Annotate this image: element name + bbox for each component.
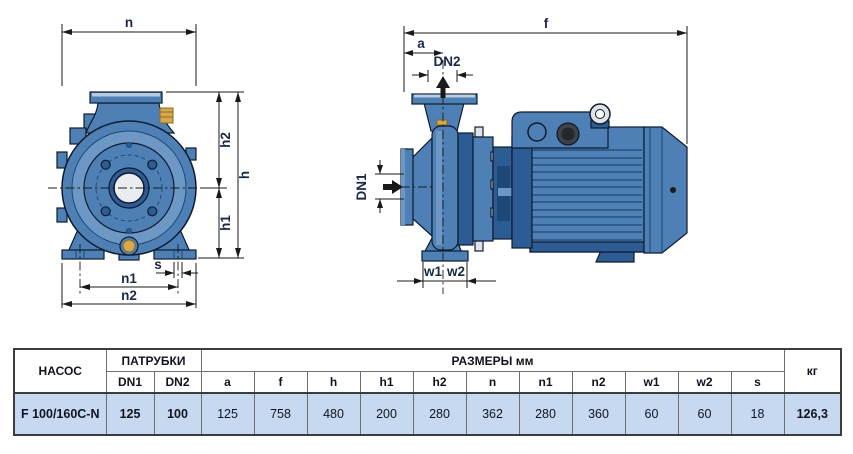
side-view: f a DN2: [354, 16, 688, 294]
header-w1: w1: [624, 371, 679, 394]
dim-label-h2: h2: [218, 132, 233, 148]
header-h1: h1: [359, 371, 414, 394]
fan-cover-bolt: [670, 187, 676, 193]
flange-bolt-hole: [147, 159, 158, 170]
dim-label-f: f: [544, 16, 549, 31]
header-h2: h2: [412, 371, 467, 394]
dim-label-dn2: DN2: [433, 54, 460, 69]
motor-fins: [532, 149, 642, 241]
dim-label-dn1: DN1: [354, 173, 369, 200]
dim-label-w2: w2: [446, 264, 465, 279]
table-header-row-2: DN1 DN2 a f h h1 h2 n n1 n2 w1 w2 s: [14, 371, 841, 394]
dim-label-h1: h1: [218, 215, 233, 231]
header-a: a: [200, 371, 255, 394]
side-pump-drawing: [383, 93, 688, 263]
header-dn2: DN2: [153, 371, 202, 394]
header-n: n: [465, 371, 520, 394]
pump-foot-side: [421, 250, 469, 262]
front-dimensions: n h2 h1 h: [61, 15, 252, 308]
header-h: h: [306, 371, 361, 394]
dim-label-n1: n1: [121, 271, 137, 286]
discharge-flange-front: [89, 91, 163, 104]
front-pump-drawing: [48, 91, 212, 294]
header-dn1: DN1: [105, 371, 155, 394]
dimension-table: НАСОС ПАТРУБКИ РАЗМЕРЫ мм кг DN1 DN2 a f…: [13, 348, 842, 436]
flow-arrow-up-icon: [436, 76, 450, 98]
drain-plug: [122, 239, 136, 253]
motor-end-bell: [511, 135, 533, 249]
casing-backplate: [472, 136, 494, 242]
volute-casing-side: [431, 125, 459, 251]
header-weight: кг: [783, 348, 842, 394]
header-n2: n2: [571, 371, 626, 394]
flange-bolt-hole: [100, 159, 111, 170]
front-view: n h2 h1 h: [48, 15, 252, 308]
flange-bolt-hole: [147, 206, 158, 217]
header-f: f: [253, 371, 308, 394]
cell-h1: 200: [359, 392, 414, 436]
cell-dn2: 100: [153, 392, 202, 436]
header-w2: w2: [677, 371, 732, 394]
vent-plug: [159, 107, 174, 124]
cell-n: 362: [465, 392, 520, 436]
dim-label-s: s: [154, 257, 162, 272]
dim-label-w1: w1: [423, 264, 443, 279]
cell-s: 18: [730, 392, 785, 436]
dim-label-n2: n2: [121, 288, 137, 303]
header-pump: НАСОС: [13, 348, 107, 394]
header-ports: ПАТРУБКИ: [105, 348, 202, 372]
cell-a: 125: [200, 392, 255, 436]
pump-technical-drawing: n h2 h1 h: [48, 15, 688, 308]
cell-f: 758: [253, 392, 308, 436]
cell-n2: 360: [571, 392, 626, 436]
header-s: s: [730, 371, 785, 394]
cell-kg: 126,3: [783, 392, 842, 436]
header-dimensions: РАЗМЕРЫ мм: [200, 348, 785, 372]
casing-lug-left-top: [56, 151, 68, 169]
foot-pad-left: [61, 249, 105, 260]
cell-h: 480: [306, 392, 361, 436]
dim-label-n: n: [125, 15, 133, 30]
dim-label-h: h: [237, 171, 252, 179]
cell-n1: 280: [518, 392, 573, 436]
flow-arrow-right-icon: [383, 180, 403, 194]
cell-model: F 100/160C-N: [13, 392, 107, 436]
cell-dn1: 125: [105, 392, 155, 436]
flange-bolt-hole: [100, 206, 111, 217]
cell-w1: 60: [624, 392, 679, 436]
table-row: F 100/160C-N 125 100 125 758 480 200 280…: [13, 392, 842, 436]
header-n1: n1: [518, 371, 573, 394]
cell-w2: 60: [677, 392, 732, 436]
dim-label-a: a: [417, 36, 425, 51]
foot-pad-right: [153, 249, 197, 260]
cable-gland-hole: [527, 122, 547, 142]
table-header-row-1: НАСОС ПАТРУБКИ РАЗМЕРЫ мм кг: [13, 348, 842, 394]
side-dimensions: f a DN2: [354, 16, 688, 294]
cell-h2: 280: [412, 392, 467, 436]
shaft: [498, 188, 512, 196]
